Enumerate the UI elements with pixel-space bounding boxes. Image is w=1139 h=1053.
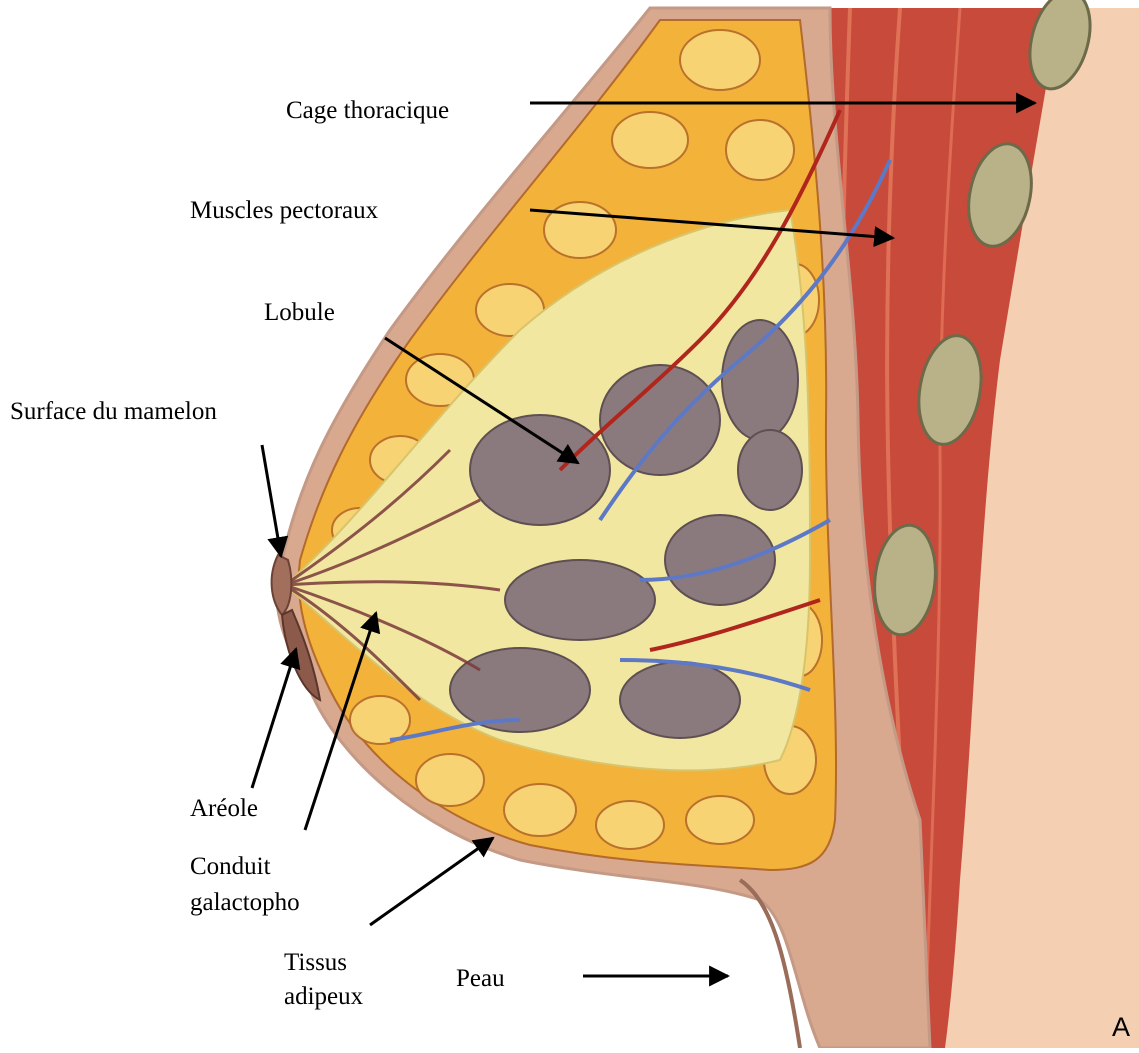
label-adipose-line2: adipeux <box>284 980 363 1014</box>
arrow-adipose <box>370 838 493 925</box>
label-adipose-tissue: Tissus adipeux <box>276 944 371 1016</box>
panel-letter: A <box>1112 1012 1130 1043</box>
label-nipple-surface: Surface du mamelon <box>6 393 221 431</box>
label-milk-duct-line1: Conduit <box>190 849 300 885</box>
label-milk-duct-line2: galactopho <box>190 885 300 921</box>
label-milk-duct: Conduit galactopho <box>184 847 306 923</box>
label-pectoral-muscles: Muscles pectoraux <box>184 192 384 230</box>
label-ribcage: Cage thoracique <box>278 90 457 132</box>
label-skin: Peau <box>432 958 519 1004</box>
arrow-areola <box>252 649 296 788</box>
label-lobule: Lobule <box>250 292 349 334</box>
label-adipose-line1: Tissus <box>284 946 363 980</box>
label-areola: Aréole <box>184 792 264 826</box>
nipple <box>272 555 292 615</box>
